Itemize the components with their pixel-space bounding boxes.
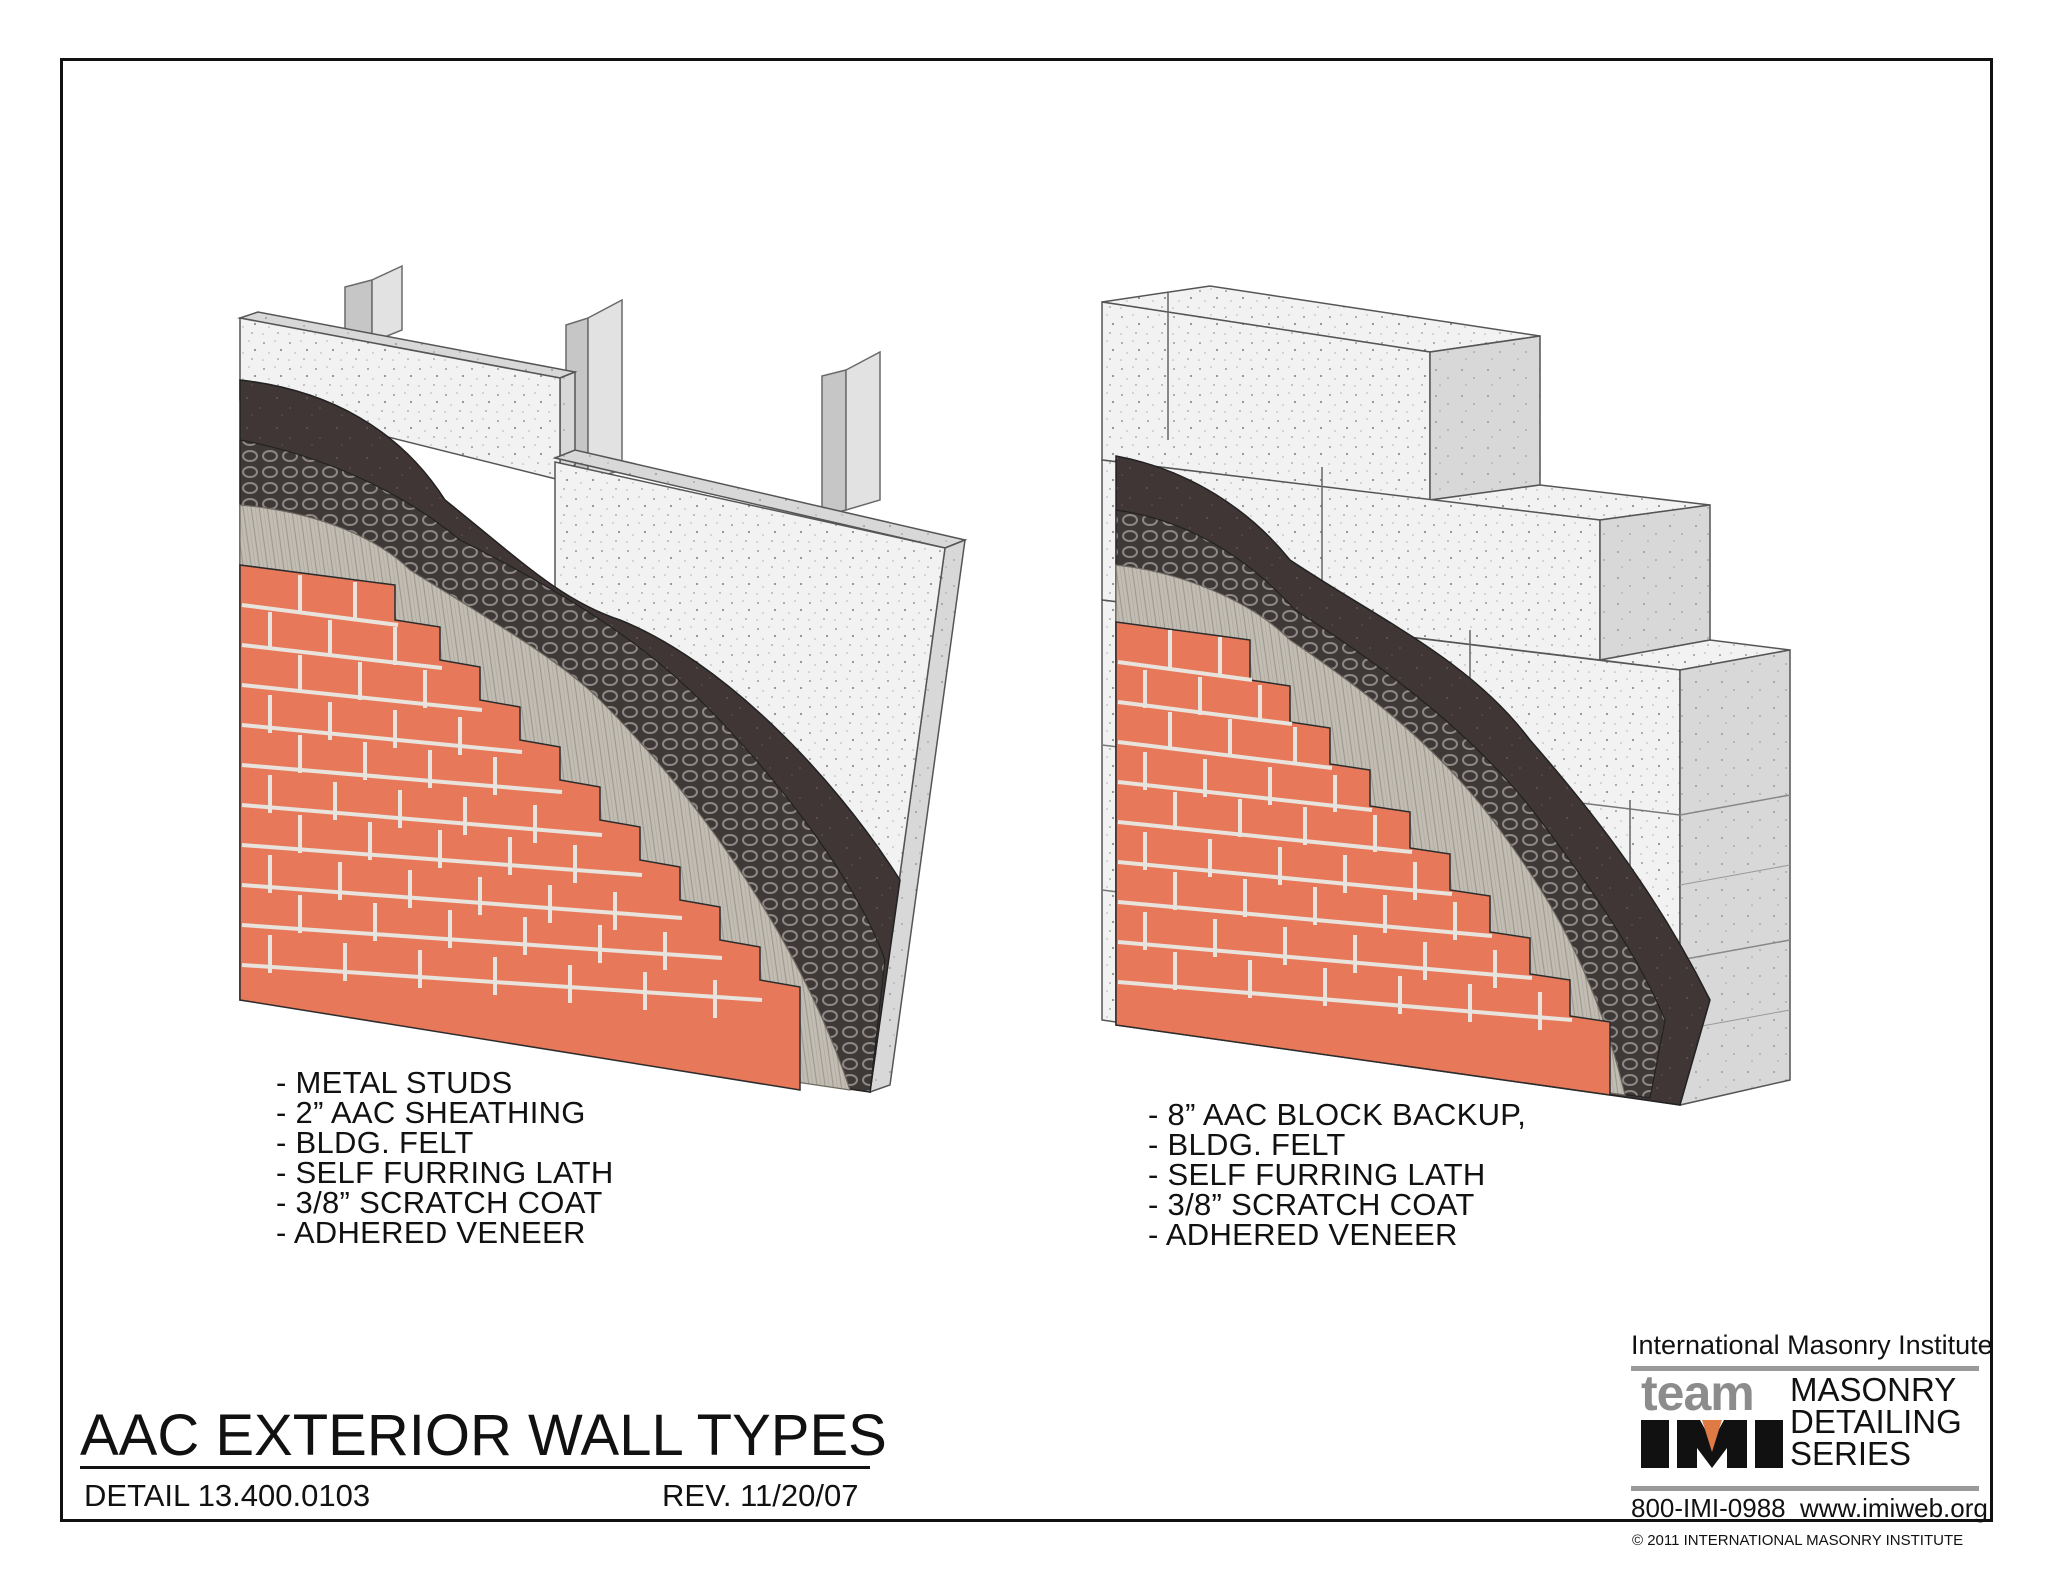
- layer-label: - 8” AAC BLOCK BACKUP,: [1148, 1097, 1527, 1132]
- drawing-title: AAC EXTERIOR WALL TYPES: [80, 1403, 887, 1468]
- drawing-border: [60, 58, 1993, 1522]
- logo-phone: 800-IMI-0988: [1631, 1493, 1786, 1523]
- adhered-veneer-bricks: [239, 564, 801, 1091]
- layer-label: - 3/8” SCRATCH COAT: [276, 1185, 603, 1220]
- logo-website: www.imiweb.org: [1800, 1493, 1988, 1523]
- revision-date: REV. 11/20/07: [662, 1478, 859, 1513]
- logo-series-line: SERIES: [1790, 1435, 1912, 1472]
- adhered-veneer-bricks: [1115, 621, 1611, 1096]
- logo-divider: [1631, 1486, 1979, 1491]
- right-wall-layer-labels: - 8” AAC BLOCK BACKUP, - BLDG. FELT - SE…: [1148, 1097, 1527, 1252]
- layer-label: - 3/8” SCRATCH COAT: [1148, 1187, 1475, 1222]
- imi-logo-mark: [1641, 1420, 1783, 1468]
- layer-label: - ADHERED VENEER: [276, 1215, 586, 1250]
- logo-series-line: DETAILING: [1790, 1403, 1962, 1440]
- logo-team-word: team: [1641, 1365, 1755, 1421]
- layer-label: - BLDG. FELT: [1148, 1127, 1346, 1162]
- layer-label: - METAL STUDS: [276, 1065, 513, 1100]
- layer-label: - 2” AAC SHEATHING: [276, 1095, 586, 1130]
- copyright-notice: © 2011 INTERNATIONAL MASONRY INSTITUTE: [1632, 1532, 1964, 1549]
- metal-studs: [344, 264, 881, 517]
- layer-label: - BLDG. FELT: [276, 1125, 474, 1160]
- layer-label: - SELF FURRING LATH: [276, 1155, 614, 1190]
- logo-organization-name: International Masonry Institute: [1631, 1330, 1993, 1360]
- left-wall-section: [237, 264, 968, 1094]
- logo-series-line: MASONRY: [1790, 1371, 1957, 1408]
- detail-number: DETAIL 13.400.0103: [84, 1478, 371, 1513]
- left-wall-layer-labels: - METAL STUDS - 2” AAC SHEATHING - BLDG.…: [276, 1065, 614, 1250]
- logo-divider: [1631, 1366, 1979, 1371]
- logo-series-title: MASONRY DETAILING SERIES: [1790, 1371, 1962, 1472]
- right-wall-section: [1101, 285, 1791, 1106]
- layer-label: - SELF FURRING LATH: [1148, 1157, 1486, 1192]
- title-underline: [80, 1466, 870, 1469]
- layer-label: - ADHERED VENEER: [1148, 1217, 1458, 1252]
